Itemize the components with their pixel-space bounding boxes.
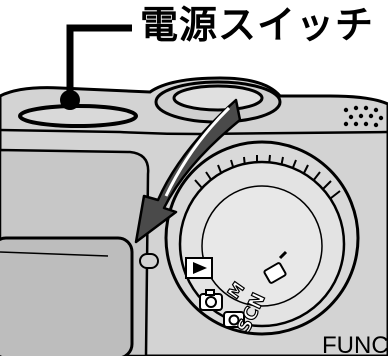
power-switch-label: 電源スイッチ	[140, 3, 375, 47]
camera-mode-icon	[199, 289, 223, 311]
speaker-holes	[343, 105, 384, 128]
screen-area	[0, 236, 134, 356]
dial-center	[201, 185, 323, 307]
power-button[interactable]	[18, 104, 138, 128]
callout-dot	[60, 90, 80, 110]
indicator-lamp	[139, 253, 159, 269]
rotate-dial-arrow	[134, 98, 242, 244]
playback-icon	[193, 262, 207, 274]
screen-inner-line	[0, 251, 109, 257]
shutter-button[interactable]	[172, 84, 264, 112]
callout-leader-line	[66, 24, 132, 98]
func-label: FUNC	[322, 332, 388, 356]
manual-mode-icon	[223, 311, 245, 328]
mode-dial[interactable]	[164, 140, 360, 336]
rotate-arrow-highlight	[164, 106, 231, 197]
top-edge-line	[0, 128, 388, 136]
movie-mode-icon	[263, 250, 288, 284]
